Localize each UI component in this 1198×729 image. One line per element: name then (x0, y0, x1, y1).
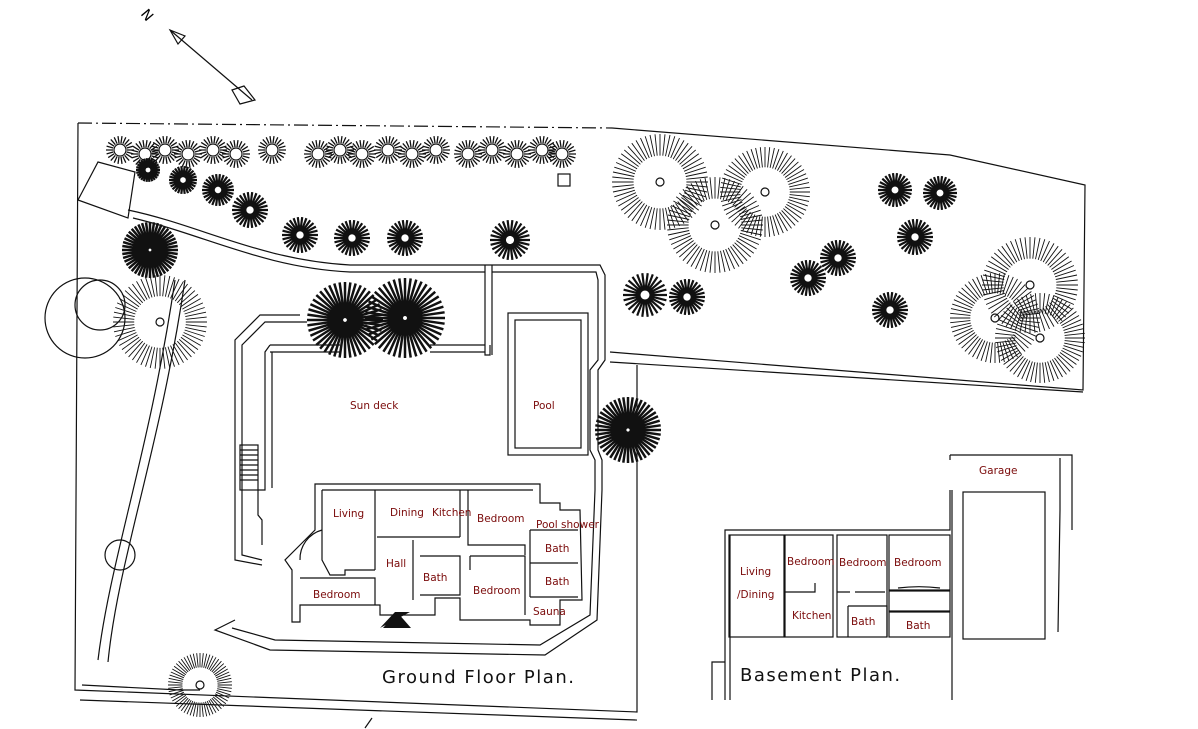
hedge-shrub-icon (348, 140, 376, 168)
canopy-tree-icon (113, 275, 207, 369)
hedge-shrub-icon (222, 140, 250, 168)
room-label-pool-shower: Pool shower (536, 519, 600, 531)
canopy-tree-icon (168, 653, 232, 717)
hedge-shrub-icon (374, 136, 402, 164)
ground-floor-plan-title: Ground Floor Plan. (382, 667, 575, 688)
hedge-shrub-icon (454, 140, 482, 168)
shrub-cluster-icon (897, 218, 933, 256)
canopy-tree-icon (982, 237, 1078, 333)
room-label-bedroom: Bedroom (894, 557, 942, 569)
site-boundary (74, 122, 1086, 729)
round-tree-icon (44, 277, 126, 359)
room-label-sauna: Sauna (533, 606, 566, 618)
shrub-cluster-icon (878, 172, 912, 208)
room-label-kitchen: Kitchen (432, 507, 471, 519)
room-label-bath: Bath (851, 616, 875, 628)
room-label-bath: Bath (906, 620, 930, 632)
basement-plan-title: Basement Plan. (740, 665, 902, 686)
canopy-tree-icon (667, 177, 763, 273)
canopy-tree-icon (995, 293, 1085, 383)
ground-floor-walls (213, 264, 606, 656)
room-label-pool: Pool (533, 400, 555, 412)
shrub-cluster-icon (334, 219, 370, 257)
room-label-bath: Bath (545, 576, 569, 588)
round-tree-icon (104, 539, 136, 571)
shrub-cluster-icon (202, 173, 234, 207)
landscaping-trees (44, 134, 1085, 717)
room-label-dining: Dining (390, 507, 424, 519)
room-label-bath: Bath (423, 572, 447, 584)
room-label-sun-deck: Sun deck (350, 400, 399, 412)
shrub-cluster-icon (282, 216, 318, 254)
room-label-bedroom: Bedroom (839, 557, 887, 569)
round-tree-icon (74, 279, 126, 331)
shrub-cluster-icon (136, 157, 160, 183)
palm-tree-icon (365, 278, 445, 358)
hedge-shrub-icon (478, 136, 506, 164)
room-label-living: Living (333, 508, 364, 520)
shrub-cluster-icon (169, 165, 197, 195)
shrub-cluster-icon (923, 175, 957, 211)
room-label-dining: /Dining (737, 589, 774, 601)
planter-icon (557, 173, 571, 187)
room-label-bath: Bath (545, 543, 569, 555)
room-label-kitchen: Kitchen (792, 610, 831, 622)
room-label-bedroom: Bedroom (477, 513, 525, 525)
hedge-shrub-icon (422, 136, 450, 164)
canopy-tree-icon (612, 134, 708, 230)
hedge-shrub-icon (174, 140, 202, 168)
hedge-shrub-icon (106, 136, 134, 164)
shrub-cluster-icon (490, 219, 530, 261)
room-label-bedroom: Bedroom (313, 589, 361, 601)
shrub-cluster-icon (872, 291, 908, 329)
north-label: N (137, 6, 156, 24)
room-label-living: Living (740, 566, 771, 578)
shrub-cluster-icon (820, 239, 856, 277)
hedge-shrub-icon (398, 140, 426, 168)
room-label-bedroom: Bedroom (787, 556, 835, 568)
hedge-shrub-icon (548, 140, 576, 168)
shrub-cluster-icon (790, 259, 826, 297)
entrance-marker-icon (383, 612, 411, 628)
basement-walls (711, 454, 1073, 700)
palm-tree-icon (122, 222, 178, 278)
palm-tree-icon (595, 397, 661, 463)
shrub-cluster-icon (387, 219, 423, 257)
shrub-cluster-icon (232, 191, 268, 229)
palm-tree-icon (307, 282, 383, 358)
north-arrow-icon: N (137, 6, 257, 105)
room-label-hall: Hall (386, 558, 406, 570)
shrub-cluster-icon (669, 278, 705, 316)
hedge-shrub-icon (258, 136, 286, 164)
shrub-cluster-icon (623, 273, 667, 317)
canopy-tree-icon (950, 273, 1040, 363)
room-label-garage: Garage (979, 465, 1017, 477)
room-label-bedroom: Bedroom (473, 585, 521, 597)
hedge-shrub-icon (528, 136, 556, 164)
hedge-shrub-icon (503, 140, 531, 168)
canopy-tree-icon (720, 147, 810, 237)
